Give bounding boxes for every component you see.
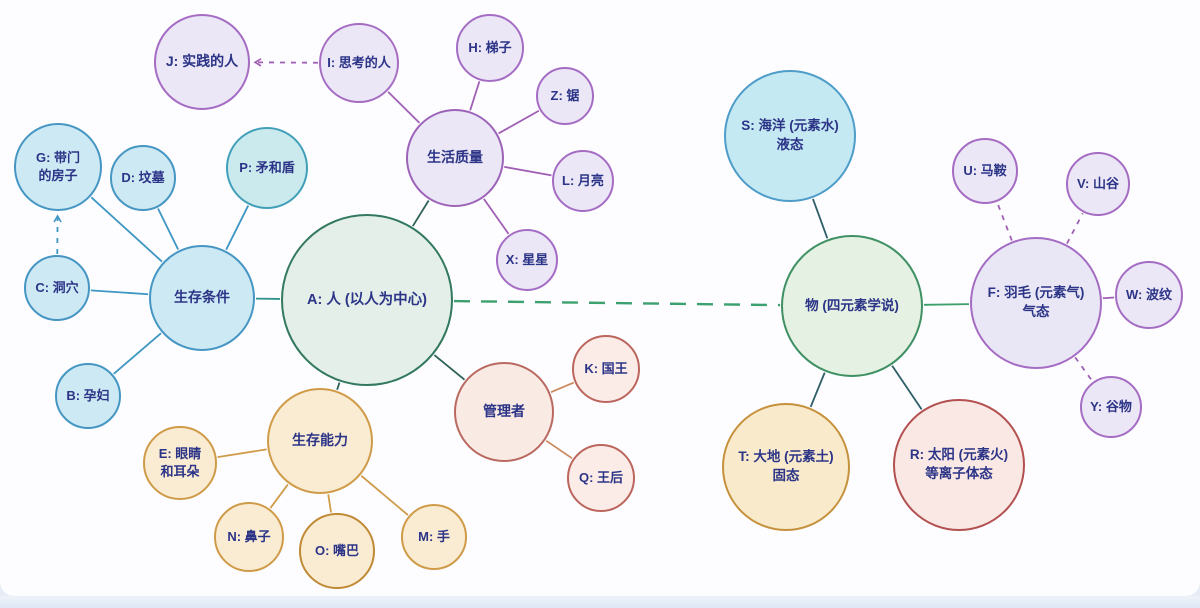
edge-qol-i [387,91,421,124]
node-label: V: 山谷 [1077,176,1119,192]
node-ability[interactable]: 生存能力 [267,388,373,494]
node-label: A: 人 (以人为中心) [306,292,427,308]
edge-ability-n [269,483,289,509]
edge-ability-e [217,448,267,458]
edge-f-y [1074,356,1094,382]
node-b[interactable]: B: 孕妇 [55,363,121,429]
edge-qol-h [469,81,481,111]
node-qol[interactable]: 生活质量 [406,109,504,207]
edge-a-wu [453,299,781,307]
edge-a-mgr [433,354,466,381]
node-x[interactable]: X: 星星 [496,229,558,291]
node-surv[interactable]: 生存条件 [149,245,255,351]
node-d[interactable]: D: 坟墓 [110,145,176,211]
edge-surv-d [157,208,179,250]
node-q[interactable]: Q: 王后 [567,444,635,512]
node-label: 生活质量 [427,149,483,166]
edge-wu-t [809,372,826,408]
edge-a-qol [412,200,430,227]
edge-qol-l [504,165,552,177]
node-h[interactable]: H: 梯子 [456,14,524,82]
node-label: W: 波纹 [1126,287,1172,303]
node-e[interactable]: E: 眼睛 和耳朵 [143,426,217,500]
node-f[interactable]: F: 羽毛 (元素气) 气态 [970,237,1102,369]
node-label: 管理者 [483,403,525,420]
node-w[interactable]: W: 波纹 [1115,261,1183,329]
node-label: B: 孕妇 [66,388,110,404]
edge-wu-r [891,365,923,410]
edge-f-v [1066,212,1084,244]
node-label: L: 月亮 [562,173,604,189]
edge-wu-s [812,198,829,239]
edge-surv-b [113,332,162,375]
node-label: H: 梯子 [468,40,512,56]
node-mgr[interactable]: 管理者 [454,362,554,462]
edge-mgr-k [550,381,575,394]
node-label: M: 手 [418,529,450,545]
node-label: E: 眼睛 和耳朵 [158,446,202,479]
node-r[interactable]: R: 太阳 (元素火) 等离子体态 [893,399,1025,531]
node-label: U: 马鞍 [963,163,1007,179]
node-label: T: 大地 (元素土) 固态 [738,449,834,483]
edge-a-ability [336,382,341,391]
edge-wu-f [923,303,970,306]
node-j[interactable]: J: 实践的人 [154,14,250,110]
node-n[interactable]: N: 鼻子 [214,502,284,572]
node-label: P: 矛和盾 [239,160,295,176]
node-t[interactable]: T: 大地 (元素土) 固态 [722,403,850,531]
edge-ability-o [327,494,332,513]
node-s[interactable]: S: 海洋 (元素水) 液态 [724,70,856,202]
edge-mgr-q [545,439,573,460]
node-label: O: 嘴巴 [314,543,360,559]
node-p[interactable]: P: 矛和盾 [226,127,308,209]
node-label: G: 带门 的房子 [35,150,81,183]
node-label: F: 羽毛 (元素气) 气态 [987,285,1085,319]
edge-surv-p [225,205,250,251]
node-l[interactable]: L: 月亮 [552,150,614,212]
bottom-strip [0,596,1200,608]
edge-qol-x [483,198,510,235]
edge-surv-c [90,289,149,296]
edge-qol-z [498,109,540,135]
node-m[interactable]: M: 手 [401,504,467,570]
node-v[interactable]: V: 山谷 [1066,152,1130,216]
node-wu[interactable]: 物 (四元素学说) [781,235,923,377]
node-k[interactable]: K: 国王 [572,335,640,403]
node-y[interactable]: Y: 谷物 [1080,376,1142,438]
edge-ability-m [360,475,409,516]
node-label: J: 实践的人 [165,53,239,70]
node-label: I: 思考的人 [327,55,391,71]
node-c[interactable]: C: 洞穴 [24,255,90,321]
node-label: K: 国王 [584,361,628,377]
node-z[interactable]: Z: 锯 [536,67,594,125]
node-a[interactable]: A: 人 (以人为中心) [281,214,453,386]
node-i[interactable]: I: 思考的人 [319,23,399,103]
node-o[interactable]: O: 嘴巴 [299,513,375,589]
edge-f-w [1102,296,1115,300]
node-label: 物 (四元素学说) [805,297,899,313]
node-label: N: 鼻子 [227,529,271,545]
node-label: Q: 王后 [578,470,624,486]
edge-surv-g [90,196,163,263]
node-label: 生存条件 [174,289,230,306]
node-g[interactable]: G: 带门 的房子 [14,123,102,211]
edge-f-u [996,202,1013,241]
node-label: D: 坟墓 [121,170,165,186]
node-label: C: 洞穴 [35,280,79,296]
node-label: Y: 谷物 [1090,399,1132,415]
node-label: Z: 锯 [550,88,580,104]
node-label: 生存能力 [292,432,348,449]
node-u[interactable]: U: 马鞍 [952,138,1018,204]
node-label: R: 太阳 (元素火) 等离子体态 [909,447,1009,481]
node-label: X: 星星 [505,252,549,268]
node-label: S: 海洋 (元素水) 液态 [741,118,839,152]
